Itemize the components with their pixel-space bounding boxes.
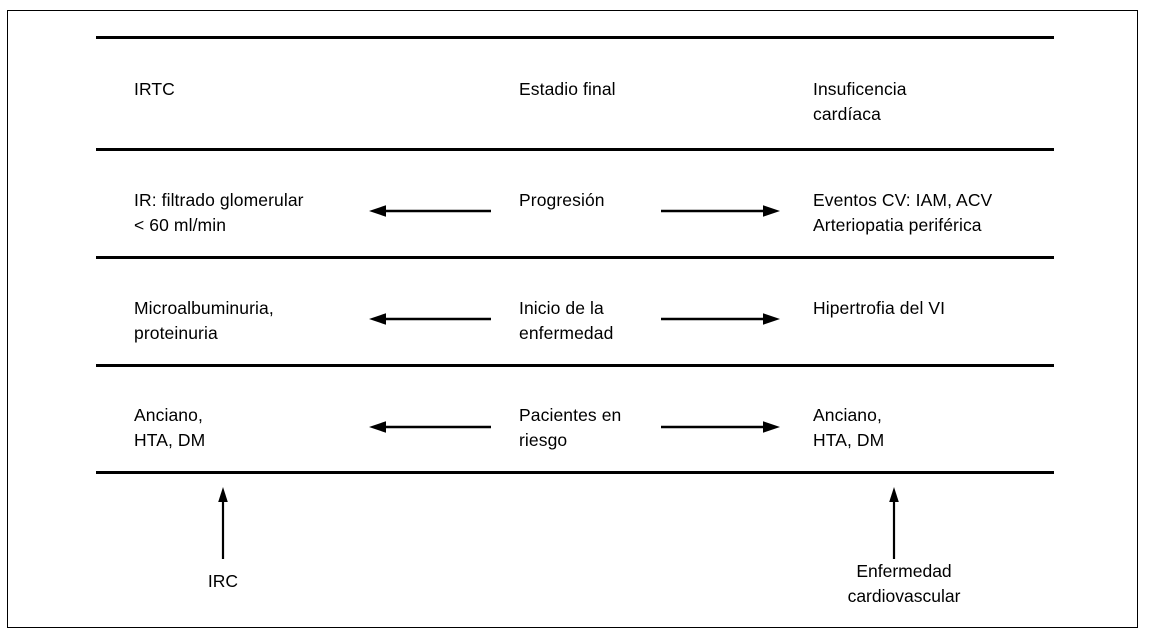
caption-enfermedad-cardiovascular: Enfermedad cardiovascular bbox=[847, 561, 961, 606]
cell-row3-middle: Pacientes en riesgo bbox=[519, 405, 622, 450]
arrow-left-icon-row3 bbox=[369, 420, 491, 434]
arrow-up-icon-irc bbox=[216, 487, 230, 559]
arrow-right-icon-row1 bbox=[661, 204, 780, 218]
separator-rule-2 bbox=[96, 256, 1054, 259]
figure-frame: IRTC Estadio final Insuficencia cardíaca… bbox=[7, 10, 1138, 628]
cell-row0-right: Insuficencia cardíaca bbox=[813, 79, 907, 124]
cell-row1-right: Eventos CV: IAM, ACV Arteriopatia perifé… bbox=[813, 190, 993, 235]
cell-row3-left: Anciano, HTA, DM bbox=[134, 405, 206, 450]
cell-row0-middle: Estadio final bbox=[519, 79, 616, 99]
separator-rule-1 bbox=[96, 148, 1054, 151]
separator-rule-top bbox=[96, 36, 1054, 39]
cell-row2-middle: Inicio de la enfermedad bbox=[519, 298, 614, 343]
separator-rule-3 bbox=[96, 364, 1054, 367]
cell-row1-left: IR: filtrado glomerular < 60 ml/min bbox=[134, 190, 304, 235]
arrow-right-icon-row3 bbox=[661, 420, 780, 434]
arrow-up-icon-enfermedad-cardiovascular bbox=[887, 487, 901, 559]
cell-row3-right: Anciano, HTA, DM bbox=[813, 405, 885, 450]
cell-row2-right: Hipertrofia del VI bbox=[813, 298, 946, 318]
arrow-left-icon-row2 bbox=[369, 312, 491, 326]
caption-irc: IRC bbox=[207, 571, 239, 591]
cell-row1-middle: Progresión bbox=[519, 190, 605, 210]
arrow-left-icon-row1 bbox=[369, 204, 491, 218]
arrow-right-icon-row2 bbox=[661, 312, 780, 326]
cell-row2-left: Microalbuminuria, proteinuria bbox=[134, 298, 274, 343]
separator-rule-bottom bbox=[96, 471, 1054, 474]
cell-row0-left: IRTC bbox=[134, 79, 175, 99]
